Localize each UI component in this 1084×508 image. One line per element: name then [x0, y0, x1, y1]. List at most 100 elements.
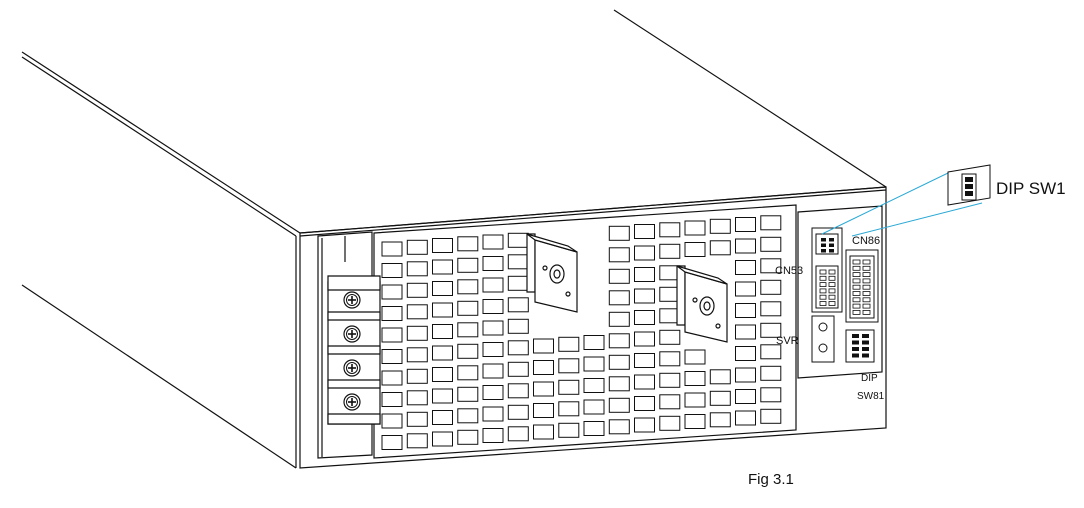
vent-opening [659, 394, 681, 410]
vent-opening [608, 354, 630, 370]
cn53-pin [828, 294, 836, 300]
vent-opening [432, 388, 453, 404]
cn86-pin [852, 265, 861, 271]
vent-opening [406, 325, 428, 341]
cn86-pin [862, 297, 871, 303]
cn86-pin [852, 278, 861, 284]
vent-opening [507, 275, 529, 291]
vent-opening [583, 378, 605, 393]
vent-opening [406, 390, 428, 406]
cn53-pin [828, 301, 836, 306]
vent-opening [482, 342, 504, 357]
sw81-label: SW81 [857, 391, 885, 402]
vent-opening [482, 277, 504, 293]
vent-opening [457, 386, 479, 402]
terminal-screws [343, 291, 361, 411]
vent-opening [381, 370, 403, 386]
vent-opening [507, 361, 529, 377]
cn53-pin [819, 275, 827, 281]
vent-opening [634, 245, 655, 261]
cn86-pin [862, 303, 871, 309]
vent-opening [735, 389, 756, 404]
vent-opening [709, 240, 731, 256]
vent-opening [634, 396, 655, 411]
vent-opening [634, 374, 655, 390]
vent-opening [634, 267, 655, 282]
cn53-pin [821, 249, 826, 253]
vent-opening [608, 225, 630, 241]
cn86-pin [852, 303, 861, 309]
vent-opening [735, 217, 756, 232]
vent-opening [482, 385, 504, 400]
cn86-pin [852, 291, 861, 296]
vent-opening [634, 417, 655, 433]
vent-opening [457, 429, 479, 445]
cn53-pin [821, 243, 826, 247]
vent-opening [735, 367, 756, 383]
vent-opening [735, 303, 756, 318]
vent-opening [507, 404, 529, 420]
side-panel [21, 236, 297, 469]
vent-opening [482, 320, 504, 336]
cn86-pin [862, 265, 871, 271]
vent-opening [432, 345, 453, 361]
cn53-pin [828, 275, 836, 281]
vent-opening [608, 247, 630, 263]
vent-opening [533, 403, 554, 418]
vent-opening [507, 383, 529, 399]
cn86-pin [852, 309, 861, 315]
cn53-pin [819, 301, 827, 306]
cn53-pin [828, 282, 836, 288]
vent-opening [659, 415, 681, 431]
vent-opening [406, 368, 428, 384]
vent-opening [760, 344, 782, 360]
terminal-block [327, 275, 381, 425]
mounting-bracket-left [526, 233, 578, 313]
dip-sw81-switch [845, 329, 875, 363]
cn86-pin [862, 291, 871, 296]
vent-opening [558, 401, 580, 417]
vent-opening [381, 263, 403, 278]
vent-opening [432, 259, 453, 275]
vent-opening [659, 329, 681, 345]
vent-opening [735, 324, 756, 340]
vent-opening [381, 306, 403, 321]
vent-opening [558, 336, 580, 352]
vent-opening [608, 268, 630, 284]
vent-opening [583, 399, 605, 415]
vent-opening [533, 381, 554, 397]
vent-opening [760, 387, 782, 403]
vent-opening [507, 318, 529, 334]
vent-opening [457, 279, 479, 295]
vent-opening [381, 413, 403, 429]
vent-opening [634, 224, 655, 239]
vent-opening [406, 411, 428, 427]
vent-opening [760, 322, 782, 338]
cn86-pin [862, 272, 871, 278]
cn86-connector [845, 249, 879, 323]
cn53-pin [821, 238, 826, 242]
vent-opening [533, 360, 554, 375]
vent-opening [432, 410, 453, 425]
cn86-pin [852, 284, 861, 290]
cn86-pin [862, 278, 871, 284]
vent-opening [684, 371, 706, 386]
vent-opening [709, 218, 731, 234]
vent-opening [482, 428, 504, 443]
vent-opening [760, 408, 782, 424]
vent-opening [684, 220, 706, 236]
cn53-connector [811, 227, 843, 313]
vent-opening [684, 349, 706, 365]
top-panel [21, 9, 887, 237]
vent-opening [608, 376, 630, 392]
sw81-lever [852, 340, 859, 345]
sw81-lever [862, 347, 869, 351]
vent-opening [684, 414, 706, 429]
vent-opening [507, 232, 529, 248]
vent-opening [406, 282, 428, 298]
vent-opening [709, 412, 731, 428]
vent-opening [608, 311, 630, 327]
vent-opening [558, 379, 580, 395]
vent-opening [482, 299, 504, 314]
vent-opening [659, 351, 681, 367]
